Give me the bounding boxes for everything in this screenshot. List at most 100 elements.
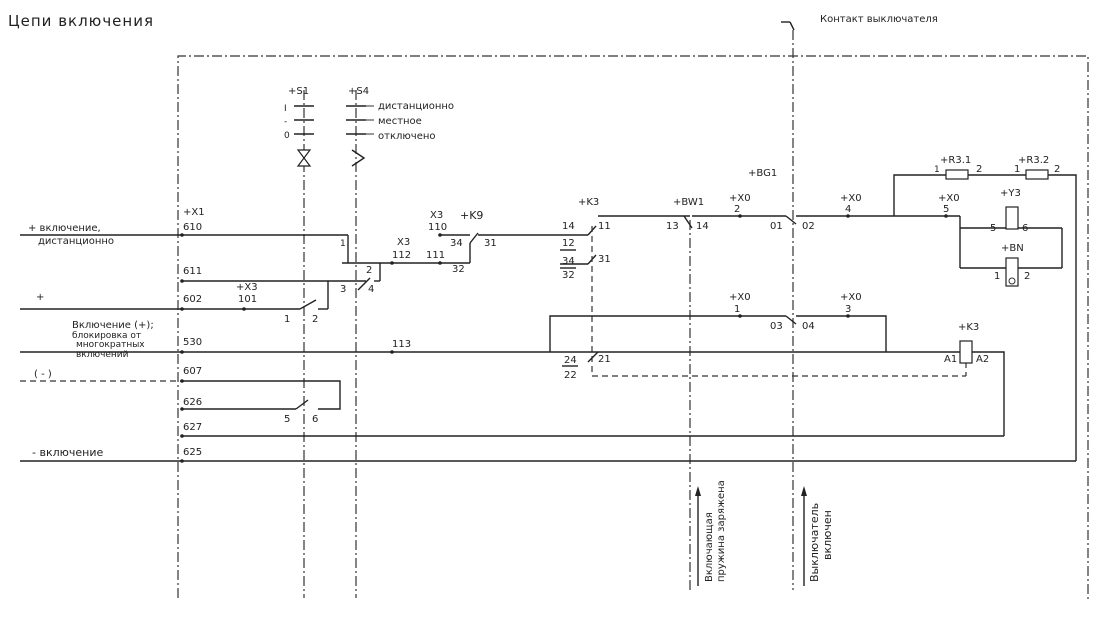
terminal-113: 113 (392, 339, 411, 350)
k9-x3b: X3 (397, 237, 410, 248)
bw1-contact (683, 215, 693, 229)
k3-coil-label: +K3 (958, 322, 979, 333)
wire-r-right (1048, 174, 1077, 461)
y3-pin-6: 6 (1022, 223, 1028, 234)
k3-22: 22 (564, 370, 577, 381)
s1-pos-i: I (284, 104, 287, 114)
terminal-x3a: +X3 (236, 282, 258, 293)
node-x0-1 (738, 314, 742, 318)
arrow-breaker-text-1: Выключатель (808, 503, 821, 582)
arrow-spring-text-2: пружина заряжена (716, 480, 727, 582)
legend-contact-stroke (789, 21, 795, 31)
label-on-remote-2: дистанционно (38, 236, 114, 247)
s1-contact-6: 6 (312, 414, 318, 425)
r31-label: +R3.1 (940, 155, 971, 166)
y3-coil-icon (1005, 206, 1019, 230)
terminal-626: 626 (183, 397, 202, 408)
arrow-breaker-icon (801, 486, 807, 496)
r32-pin-1: 1 (1014, 164, 1020, 175)
terminal-607: 607 (183, 366, 202, 377)
label-block-3: многократных (76, 340, 145, 350)
k9-110: 110 (428, 222, 447, 233)
bg1-t4: 4 (845, 204, 851, 215)
arrow-spring-text-1: Включающая (704, 512, 715, 582)
wire-k3-a2 (972, 351, 1005, 436)
bg1-t3: 3 (845, 304, 851, 315)
k3-a1: A1 (944, 354, 957, 365)
node-602 (180, 307, 184, 311)
node-611 (180, 279, 184, 283)
bg1-03: 03 (770, 321, 783, 332)
terminal-627: 627 (183, 422, 202, 433)
s4-contact-3: 3 (340, 284, 346, 295)
s4-contact-34 (357, 277, 371, 291)
node-101 (242, 307, 246, 311)
s1-contact-2: 2 (312, 314, 318, 325)
k9-contact (469, 232, 479, 244)
bw1-13: 13 (666, 221, 679, 232)
node-625 (180, 459, 184, 463)
s4-contact-4: 4 (368, 284, 374, 295)
k3-34: 34 (562, 256, 575, 267)
bg1-x0a: +X0 (729, 193, 751, 204)
arrow-spring-icon (695, 486, 701, 496)
k3-coil-icon (959, 340, 973, 364)
s4-label: +S4 (348, 86, 369, 97)
s4-actuator-icon (351, 149, 366, 167)
y3-t5: 5 (943, 204, 949, 215)
bg1-t2: 2 (734, 204, 740, 215)
k3-contact-24-21 (587, 351, 599, 363)
s4-off: отключено (378, 131, 436, 142)
s4-contact-2: 2 (366, 265, 372, 276)
k9-112: 112 (392, 250, 411, 261)
frame-border (177, 55, 1089, 600)
k9-111: 111 (426, 250, 445, 261)
k3-31: 31 (598, 254, 611, 265)
wire-bg1-lower-left (549, 315, 786, 352)
s1-pos-dash: - (284, 117, 287, 127)
terminal-625: 625 (183, 447, 202, 458)
node-626 (180, 407, 184, 411)
node-627 (180, 434, 184, 438)
k9-x3: X3 (430, 210, 443, 221)
wire-bg1-lower-right (796, 315, 887, 352)
wire-r-left (893, 174, 946, 216)
label-block-4: включений (76, 350, 129, 360)
bg1-02: 02 (802, 221, 815, 232)
r31-pin-2: 2 (976, 164, 982, 175)
s1-contact-5: 5 (284, 414, 290, 425)
node-610 (180, 233, 184, 237)
r32-label: +R3.2 (1018, 155, 1049, 166)
label-plus: + (36, 292, 44, 303)
bn-sensor-icon (1005, 257, 1019, 287)
r32-pin-2: 2 (1054, 164, 1060, 175)
terminal-101: 101 (238, 294, 257, 305)
wire-607 (182, 380, 341, 410)
diagram-title: Цепи включения (8, 12, 154, 30)
bg1-contact-01-02 (785, 215, 797, 225)
k3-label: +K3 (578, 197, 599, 208)
terminal-530: 530 (183, 337, 202, 348)
bg1-t1: 1 (734, 304, 740, 315)
terminal-x1: +X1 (183, 207, 205, 218)
k3-24: 24 (564, 355, 577, 366)
label-minus-paren: ( - ) (34, 369, 52, 380)
bn-label: +BN (1001, 243, 1024, 254)
label-block-1: Включение (+); (72, 320, 154, 331)
s1-actuator-icon (296, 149, 312, 167)
k9-label: +K9 (460, 209, 483, 222)
r32-resistor-icon (1025, 169, 1049, 180)
k9-32: 32 (452, 264, 465, 275)
bg1-01: 01 (770, 221, 783, 232)
k3-21: 21 (598, 354, 611, 365)
bw1-label: +BW1 (673, 197, 704, 208)
s4-remote: дистанционно (378, 101, 454, 112)
s1-contact-1: 1 (284, 314, 290, 325)
s1-label: +S1 (288, 86, 309, 97)
s1-contact-56 (295, 399, 309, 410)
y3-pin-5: 5 (990, 223, 996, 234)
s4-contact-1: 1 (340, 239, 346, 249)
bn-pin-1: 1 (994, 271, 1000, 282)
legend-contact-label: Контакт выключателя (820, 14, 938, 25)
